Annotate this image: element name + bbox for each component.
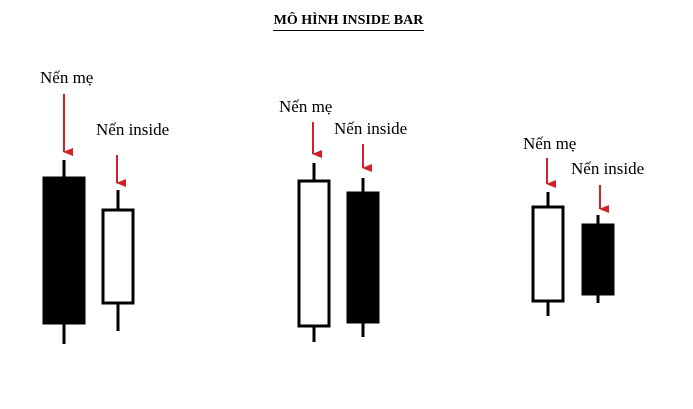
mother-candle-label-3: Nến mẹ — [523, 134, 577, 153]
inside-candle-label-1: Nến inside — [96, 120, 170, 139]
inside-candle-1 — [101, 190, 135, 331]
inside-candle-label-2: Nến inside — [334, 119, 408, 138]
mother-candle-1-body — [42, 176, 86, 325]
example-2 — [297, 122, 380, 342]
diagram-title-text: MÔ HÌNH INSIDE BAR — [272, 13, 425, 31]
inside-candle-2-body — [346, 191, 380, 324]
inside-candle-3-body — [581, 223, 615, 296]
inside-candle-label-3: Nến inside — [571, 159, 645, 178]
example-1 — [42, 94, 135, 344]
inside-candle-3 — [581, 215, 615, 303]
mother-candle-2 — [297, 163, 331, 342]
mother-candle-2-body — [297, 179, 331, 328]
inside-candle-1-body — [101, 208, 135, 305]
example-3 — [531, 158, 615, 316]
inside-candle-2 — [346, 178, 380, 337]
mother-candle-label-1: Nến mẹ — [40, 68, 94, 87]
diagram-title: MÔ HÌNH INSIDE BAR — [0, 13, 693, 31]
mother-candle-label-2: Nến mẹ — [279, 97, 333, 116]
mother-candle-3-body — [531, 205, 565, 303]
mother-candle-3 — [531, 192, 565, 316]
mother-candle-1 — [42, 160, 86, 344]
